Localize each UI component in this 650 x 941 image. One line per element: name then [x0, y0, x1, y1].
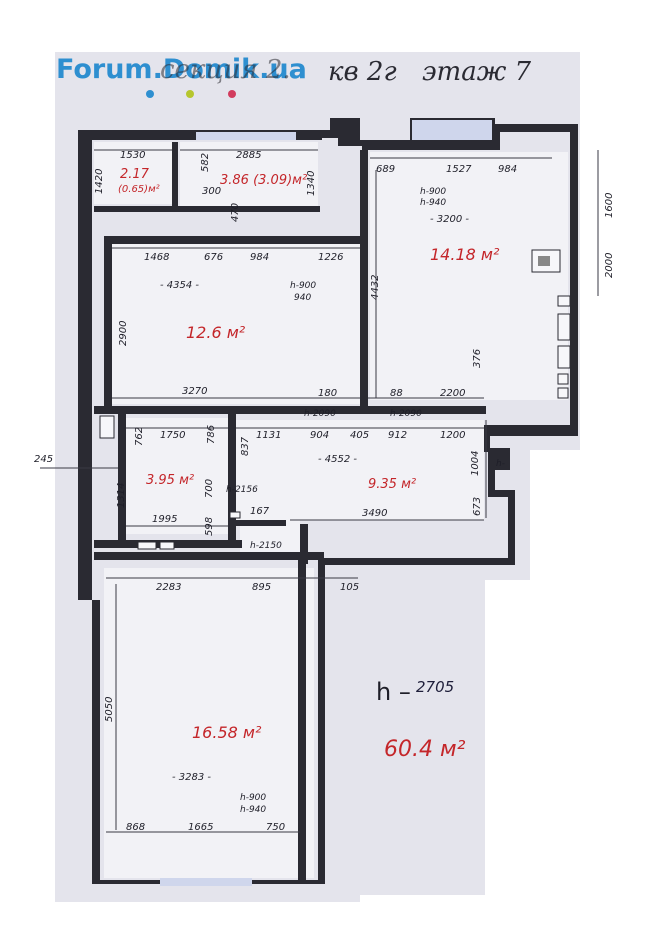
dim-904: 904	[310, 430, 329, 441]
living-area: 16.58 м²	[192, 723, 262, 742]
hall-h: h-	[496, 459, 505, 469]
dim-4432: 4432	[370, 275, 381, 300]
dim-405: 405	[350, 430, 369, 441]
logo-dot-green	[186, 90, 194, 98]
dim-376: 376	[472, 349, 483, 368]
dim-2900: 2900	[118, 321, 129, 346]
apartment-label: кв 2г	[328, 57, 397, 87]
bath-room	[180, 142, 318, 210]
kitchen-window-h-bot: 940	[294, 293, 311, 303]
hall-area: 9.35 м²	[368, 477, 416, 492]
living-window	[160, 878, 252, 886]
dim-1665: 1665	[188, 822, 213, 833]
ceiling-height-value: 2705	[416, 678, 454, 696]
dim-912: 912	[388, 430, 407, 441]
dim-786: 786	[206, 425, 217, 444]
dim-1527: 1527	[446, 164, 472, 175]
total-area: 60.4 м²	[384, 737, 466, 762]
dim-582: 582	[200, 153, 211, 172]
dim-762: 762	[134, 427, 145, 446]
dim-2885: 2885	[236, 150, 261, 161]
dim-1340: 1340	[306, 171, 317, 196]
dim-1420: 1420	[94, 169, 105, 194]
dim-1995: 1995	[152, 514, 177, 525]
storage-room	[94, 142, 172, 204]
dim-470: 470	[230, 203, 241, 222]
dim-88: 88	[390, 388, 403, 399]
dim-1226: 1226	[318, 252, 343, 263]
dim-2283: 2283	[156, 582, 181, 593]
kitchen-window-h-top: h-900	[290, 281, 316, 291]
logo-dot-blue	[146, 90, 154, 98]
bedroom-window-h-bot: h-940	[420, 198, 446, 208]
dim-4552: - 4552 -	[318, 454, 357, 465]
dimension-labels: 1530 1420 2885 582 300 470 1340 689 1527…	[34, 150, 615, 833]
dim-245: 245	[34, 454, 53, 465]
dim-1314: 1314	[116, 483, 127, 508]
logo-dot-red	[228, 90, 236, 98]
dim-984b: 984	[250, 252, 269, 263]
interior-walls	[94, 142, 486, 880]
living-window-h-bot: h-940	[240, 805, 266, 815]
dim-868: 868	[126, 822, 145, 833]
ceiling-height-label: h –	[376, 678, 411, 706]
dim-2200: 2200	[440, 388, 465, 399]
bath-window	[196, 132, 296, 140]
dim-700: 700	[204, 479, 215, 498]
height-notes: h-900 h-940 h-900 940 h-2090 h-2090 h-21…	[226, 187, 505, 815]
dim-1600: 1600	[604, 193, 615, 218]
kitchen-area: 12.6 м²	[186, 323, 246, 342]
bedroom	[370, 152, 568, 400]
floor-label: этаж 7	[422, 57, 532, 87]
hall	[236, 420, 484, 520]
dim-3270: 3270	[182, 386, 207, 397]
dim-1750: 1750	[160, 430, 185, 441]
dim-689: 689	[376, 164, 395, 175]
bedroom-window	[412, 120, 492, 140]
dim-1004: 1004	[470, 451, 481, 476]
door-h-2156: h-2156	[226, 485, 258, 495]
fixtures	[99, 249, 571, 550]
dim-750: 750	[266, 822, 285, 833]
dim-2000: 2000	[604, 253, 615, 278]
dim-598: 598	[204, 517, 215, 536]
dim-5050: 5050	[104, 697, 115, 722]
bedroom-area: 14.18 м²	[430, 245, 500, 264]
dim-837: 837	[240, 436, 251, 456]
bath-area: 3.86 (3.09)м²	[220, 173, 307, 188]
dim-984a: 984	[498, 164, 517, 175]
wc-area: 3.95 м²	[146, 473, 194, 488]
dim-1468: 1468	[144, 252, 169, 263]
door-h-2090-b: h-2090	[390, 409, 422, 419]
door-h-2090-a: h-2090	[304, 409, 336, 419]
wc-room	[126, 418, 228, 534]
dim-3283: - 3283 -	[172, 772, 211, 783]
dim-180: 180	[318, 388, 337, 399]
storage-area: 2.17	[120, 167, 150, 182]
storage-sub-area: (0.65)м²	[118, 184, 160, 195]
logo-text: Forum.Domik.ua	[56, 54, 307, 85]
dimension-lines	[40, 149, 599, 833]
door-h-2150: h-2150	[250, 541, 282, 551]
dim-673: 673	[472, 497, 483, 516]
section-label: секция 2.	[160, 55, 291, 85]
dim-3490: 3490	[362, 508, 387, 519]
living-room	[104, 568, 314, 878]
dim-3200: - 3200 -	[430, 214, 469, 225]
dim-300: 300	[202, 186, 221, 197]
dim-1200: 1200	[440, 430, 465, 441]
dim-105: 105	[340, 582, 359, 593]
dim-676: 676	[204, 252, 223, 263]
dim-1530: 1530	[120, 150, 145, 161]
kitchen	[110, 244, 360, 404]
bedroom-window-h-top: h-900	[420, 187, 446, 197]
dim-895: 895	[252, 582, 271, 593]
dim-167: 167	[250, 506, 270, 517]
dim-4354: - 4354 -	[160, 280, 199, 291]
site-logo: Forum.Domik.ua	[56, 54, 307, 98]
living-window-h-top: h-900	[240, 793, 266, 803]
dim-1131: 1131	[256, 430, 281, 441]
